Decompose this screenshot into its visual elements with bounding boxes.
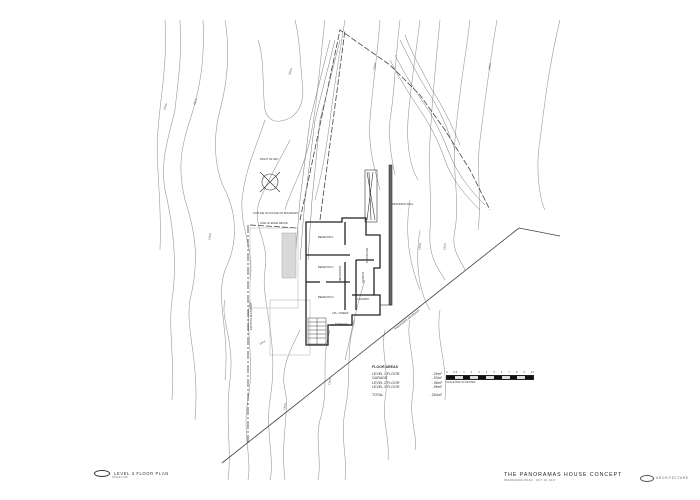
drawing-scale: SCALE 1:200 — [112, 476, 128, 479]
contour-label: 138.0 — [327, 378, 332, 386]
floor-area-value: - 53m² — [431, 376, 442, 381]
floor-area-total-value: - 264m² — [429, 393, 442, 398]
floor-area-total-label: TOTAL — [372, 393, 384, 398]
scale-tick: 7 — [508, 371, 510, 374]
retaining-wall-label: RETAINING WALL — [392, 202, 414, 206]
scale-tick: 1 — [463, 371, 465, 374]
contour-label: 140.0 — [487, 63, 492, 71]
room-label-cinema: CPL. CINEMA — [332, 311, 349, 315]
pool-area — [281, 232, 297, 279]
scale-tick: 3 — [478, 371, 480, 374]
scale-tick: 4 — [485, 371, 488, 374]
floor-area-value: - 98m² — [431, 380, 442, 385]
project-subtitle: PANORAMAS ROAD · OCT 18, 2017 — [504, 479, 556, 482]
edge-note-label: LINE OF EDGE ABOVE — [260, 221, 288, 225]
logo-mark-icon — [640, 475, 654, 482]
contour-label: 126.0 — [287, 67, 293, 75]
firm-logo: ARCHITECTURE — [640, 475, 689, 482]
project-name: THE PANORAMAS HOUSE CONCEPT — [504, 472, 623, 478]
room-label-storage: STORAGE — [335, 322, 348, 326]
scale-tick: 5 — [493, 371, 495, 374]
contour-label: 124.0 — [207, 233, 212, 241]
floor-area-value: - 29m² — [431, 372, 442, 377]
house-walls — [305, 217, 381, 346]
contour-label: 130.0 — [417, 243, 422, 251]
drawing-marker-icon — [94, 470, 110, 477]
floor-area-row: GARAGE - 53m² — [372, 376, 442, 380]
floor-area-total-row: TOTAL - 264m² — [372, 393, 442, 397]
steep-bank-lines — [294, 34, 486, 261]
project-title-block: THE PANORAMAS HOUSE CONCEPT PANORAMAS RO… — [504, 472, 622, 482]
room-label-laundry: LAUNDRY — [357, 297, 370, 301]
existing-boundary-label: EXISTING BOUNDARY — [249, 302, 253, 330]
boundary-lines — [221, 29, 561, 464]
scale-tick: 6 — [500, 371, 503, 374]
boundary-note-label: OUTLINE OF HOUSE ON BOUNDARY — [253, 211, 299, 215]
floor-area-value: - 98m² — [431, 384, 442, 389]
scale-bar-ticks: 0 0.5 1 2 3 4 5 6 7 8 9 10 — [446, 371, 534, 374]
scale-tick: 8 — [515, 371, 518, 374]
contour-label: 132.0 — [442, 243, 447, 251]
road-boundary-label: PANORAMAS BOUNDARY — [393, 308, 421, 331]
scale-bar-graphic — [446, 375, 534, 380]
floor-area-label: LEVEL 3 FLOOR — [372, 384, 400, 389]
logo-text: ARCHITECTURE — [656, 475, 689, 480]
floor-areas-table: FLOOR AREAS LEVEL 1 FLOOR - 29m² GARAGE … — [372, 365, 442, 397]
room-label-bedroom-2: BEDROOM 2 — [318, 265, 334, 269]
floor-area-row: LEVEL 2 FLOOR - 98m² — [372, 381, 442, 385]
floor-areas-header: FLOOR AREAS — [372, 365, 399, 369]
floor-area-label: GARAGE — [372, 376, 388, 381]
stair — [307, 317, 327, 345]
drawing-title: LEVEL 3 FLOOR PLAN — [114, 471, 169, 476]
floor-area-row: LEVEL 3 FLOOR - 98m² — [372, 385, 442, 389]
right-of-way-label: RIGHT OF WAY — [260, 157, 279, 161]
scale-bar: 0 0.5 1 2 3 4 5 6 7 8 9 10 SCALE BAR IN … — [446, 371, 534, 384]
contour-label: 128.0 — [372, 63, 377, 71]
room-label-bedroom-3: BEDROOM 3 — [318, 295, 334, 299]
scale-tick: 9 — [523, 371, 525, 374]
scale-tick: 10 — [531, 371, 534, 374]
scale-bar-caption: SCALE BAR IN METRES — [446, 381, 476, 384]
retaining-walls — [364, 164, 393, 306]
room-label-bedroom-1: BEDROOM 1 — [318, 235, 334, 239]
floor-area-label: LEVEL 1 FLOOR — [372, 372, 400, 377]
scale-tick: 2 — [470, 371, 473, 374]
floor-area-label: LEVEL 2 FLOOR — [372, 380, 400, 385]
contour-lines — [156, 19, 561, 481]
room-label-ensuite: ENSUITE — [361, 272, 365, 284]
floor-area-row: LEVEL 1 FLOOR - 29m² — [372, 372, 442, 376]
north-arrow — [259, 171, 281, 193]
contour-label: 120.0 — [162, 102, 168, 110]
contour-label: 134.0 — [259, 339, 267, 346]
contour-label: 122.0 — [192, 97, 198, 105]
scale-tick: 0.5 — [453, 371, 458, 374]
contour-label: 136.0 — [282, 403, 287, 411]
scale-tick: 0 — [446, 371, 448, 374]
drawing-title-block: LEVEL 3 FLOOR PLAN SCALE 1:200 — [94, 470, 169, 479]
room-label-wardrobe: WARDROBE — [338, 266, 342, 281]
room-label-bathroom: BATHROOM — [365, 248, 369, 263]
